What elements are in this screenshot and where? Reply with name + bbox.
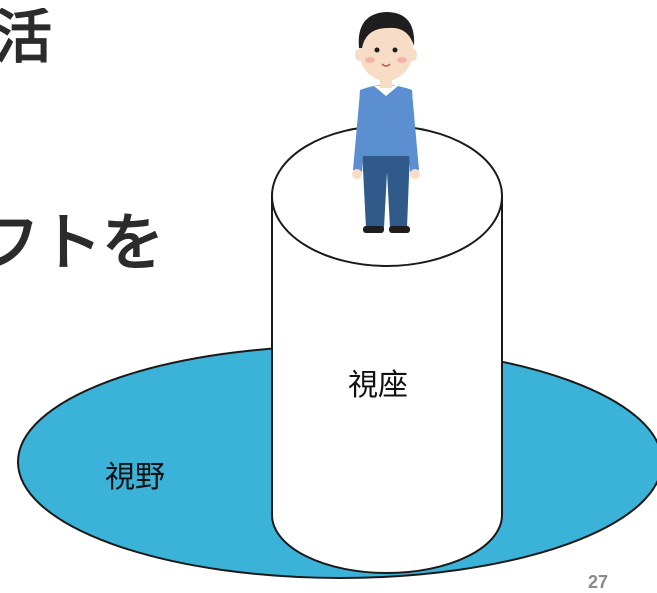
pedestal-cylinder-body (271, 195, 503, 574)
page-number: 27 (588, 572, 609, 592)
slide-heading-fragment: 活 (0, 3, 53, 71)
slide-heading-fragment-2: フトを (0, 206, 165, 279)
pedestal-label: 視座 (348, 368, 408, 403)
standing-person-icon (352, 12, 420, 233)
field-of-view-label: 視野 (105, 460, 165, 495)
